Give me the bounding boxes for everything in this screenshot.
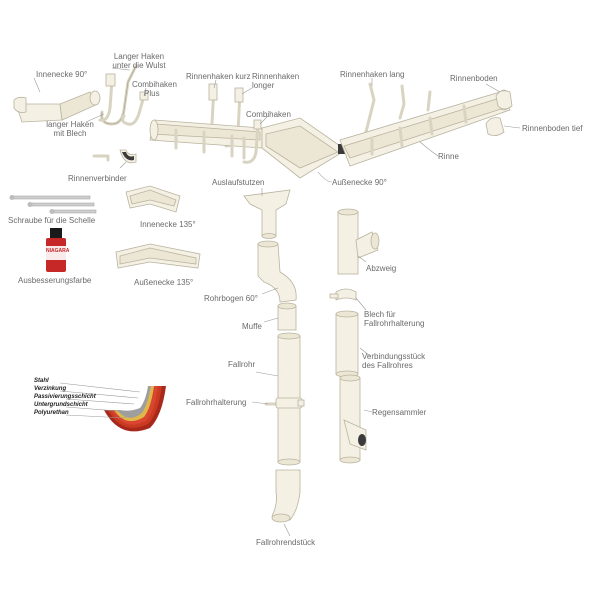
combihaken-leader bbox=[259, 115, 269, 125]
label-rohrbogen-60: Rohrbogen 60° bbox=[204, 294, 258, 303]
label-langer-haken-wulst: Langer Haken unter die Wulst bbox=[106, 52, 172, 70]
label-rinnenboden: Rinnenboden bbox=[450, 74, 498, 83]
rinnenboden-part bbox=[495, 90, 513, 110]
label-rinne: Rinne bbox=[438, 152, 459, 161]
label-verbindung-line1: Verbindungsstück bbox=[362, 352, 426, 361]
paint-bottle-part bbox=[46, 228, 66, 272]
label-rinnenboden-tief: Rinnenboden tief bbox=[522, 124, 583, 133]
rohrbogen-60-leader bbox=[261, 287, 279, 295]
fallrohr-leader bbox=[255, 371, 279, 377]
gutter-right-part bbox=[339, 89, 511, 167]
label-regensammler: Regensammler bbox=[372, 408, 427, 417]
label-fallrohr: Fallrohr bbox=[228, 360, 256, 369]
innenecke-135-part bbox=[125, 185, 181, 213]
rinnenverbinder-part bbox=[92, 149, 137, 164]
layer-cross-section bbox=[59, 382, 166, 432]
label-rinnenhaken-lang: Rinnenhaken lang bbox=[340, 70, 405, 79]
innenecke-90-part bbox=[13, 90, 101, 123]
label-ausbesserungsfarbe: Ausbesserungsfarbe bbox=[18, 276, 92, 285]
long-hook-wulst-part bbox=[100, 64, 138, 126]
label-schraube: Schraube für die Schelle bbox=[8, 216, 96, 225]
rinnenboden-tief-leader bbox=[503, 125, 521, 129]
combihaken-part bbox=[242, 119, 262, 164]
label-langer-haken-wulst-line2: unter die Wulst bbox=[112, 61, 166, 70]
rinnenboden-leader bbox=[485, 83, 501, 93]
regensammler-part bbox=[339, 374, 367, 464]
label-abzweig: Abzweig bbox=[366, 264, 397, 273]
fallrohrendstueck-part bbox=[271, 469, 301, 523]
abzweig-leader bbox=[357, 255, 367, 263]
label-rinnenverbinder: Rinnenverbinder bbox=[68, 174, 127, 183]
label-innenecke-135: Innenecke 135° bbox=[140, 220, 196, 229]
label-muffe: Muffe bbox=[242, 322, 262, 331]
layer-label-polyurethan: Polyurethan bbox=[34, 410, 69, 416]
combihaken-plus-leader bbox=[143, 87, 147, 97]
fallrohrendstueck-leader bbox=[283, 523, 291, 537]
long-hook-plate-leader bbox=[85, 113, 105, 123]
label-rinnenhaken-longer: Rinnenhaken longer bbox=[252, 72, 299, 90]
fallrohrhalterung-leader bbox=[251, 401, 269, 405]
blech-leader bbox=[355, 297, 367, 311]
layer-label-untergrund: Untergrundschicht bbox=[34, 402, 88, 408]
rohrbogen-60-part bbox=[257, 240, 297, 303]
long-hook-plate-part bbox=[98, 73, 116, 122]
label-rinnenhaken-longer-line1: Rinnenhaken bbox=[252, 72, 300, 81]
label-rinnenhaken-kurz: Rinnenhaken kurz bbox=[186, 72, 251, 81]
verbindungsstueck-part bbox=[335, 310, 359, 378]
aussenecke-135-part bbox=[115, 243, 201, 269]
schraube-part bbox=[9, 195, 97, 214]
verbindungsstueck-leader bbox=[359, 347, 371, 357]
label-verbindung-line2: des Fallrohres bbox=[362, 361, 413, 370]
aussenecke-90-part bbox=[261, 117, 347, 179]
rinnenverbinder-leader bbox=[119, 161, 127, 169]
bottle-label: NIAGARA bbox=[46, 248, 70, 254]
label-aussenecke-90: Außenecke 90° bbox=[332, 178, 387, 187]
muffe-leader bbox=[263, 317, 279, 323]
rinnenhaken-longer-leader bbox=[241, 87, 253, 95]
label-fallrohrhalterung: Fallrohrhalterung bbox=[186, 398, 247, 407]
layer-label-verzinkung: Verzinkung bbox=[34, 386, 67, 392]
label-blech-line1: Blech für bbox=[364, 310, 396, 319]
gutter-left-part bbox=[149, 119, 263, 160]
label-aussenecke-135: Außenecke 135° bbox=[134, 278, 194, 287]
label-fallrohrendstueck: Fallrohrendstück bbox=[256, 538, 316, 547]
innenecke-90-leader bbox=[33, 77, 41, 93]
layer-label-stahl: Stahl bbox=[34, 378, 49, 384]
long-hook-wulst-leader bbox=[111, 67, 131, 71]
auslaufstutzen-part bbox=[243, 189, 291, 239]
rinne-leader bbox=[419, 141, 439, 157]
label-innenecke-90: Innenecke 90° bbox=[36, 70, 88, 79]
label-rinnenhaken-longer-line2: longer bbox=[252, 81, 275, 90]
label-langer-haken-wulst-line1: Langer Haken bbox=[113, 52, 165, 61]
label-blech-line2: Fallrohrhalterung bbox=[364, 319, 425, 328]
label-langer-haken-blech: langer Haken mit Blech bbox=[40, 120, 100, 138]
rinnenhaken-kurz-leader bbox=[213, 79, 217, 89]
label-combihaken-plus: Combihaken Plus bbox=[132, 80, 177, 98]
label-combihaken-plus-line2: Plus bbox=[144, 89, 160, 98]
rinnenboden-tief-part bbox=[485, 117, 505, 136]
label-verbindungsstueck: Verbindungsstück des Fallrohres bbox=[362, 352, 425, 370]
muffe-part bbox=[277, 302, 297, 331]
layer-label-passivierung: Passivierungsschicht bbox=[34, 394, 96, 400]
label-auslaufstutzen: Auslaufstutzen bbox=[212, 178, 265, 187]
label-combihaken-plus-line1: Combihaken bbox=[132, 80, 177, 89]
label-langer-haken-blech-line1: langer Haken bbox=[46, 120, 94, 129]
aussenecke-90-leader bbox=[317, 171, 333, 183]
label-blech: Blech für Fallrohrhalterung bbox=[364, 310, 424, 328]
fallrohrhalterung-part bbox=[264, 397, 305, 409]
abzweig-part bbox=[337, 208, 380, 275]
regensammler-leader bbox=[363, 409, 373, 413]
label-combihaken: Combihaken bbox=[246, 110, 291, 119]
label-langer-haken-blech-line2: mit Blech bbox=[53, 129, 87, 138]
blech-part bbox=[329, 288, 357, 301]
